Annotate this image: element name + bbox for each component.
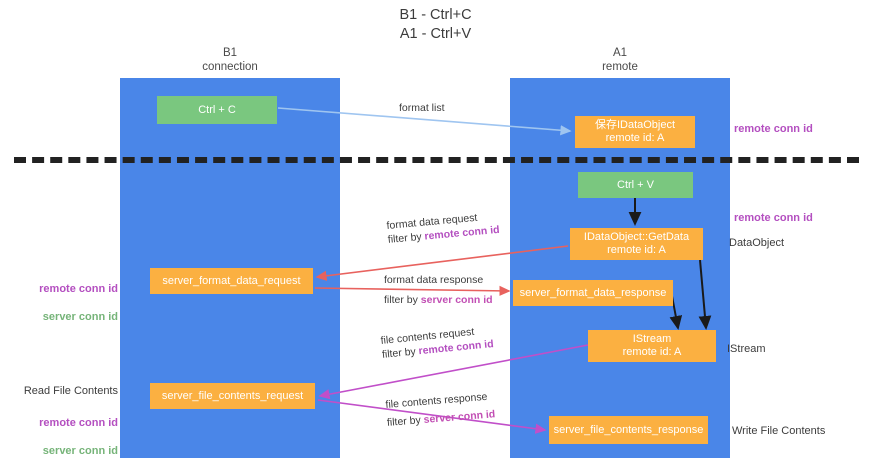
node-idataobject[interactable]: 保存IDataObject remote id: A bbox=[575, 116, 695, 148]
edge-label-format-data-response-line1: format data response bbox=[384, 274, 484, 286]
phase-separator bbox=[14, 157, 859, 163]
annotation-server-conn-id: server conn id bbox=[42, 311, 118, 323]
annotation-write-file-contents: Write File Contents bbox=[732, 425, 826, 437]
column-header-b1: B1 connection bbox=[202, 47, 258, 73]
annotation-left-conn-ids-top: remote conn id server conn id bbox=[18, 268, 118, 338]
annotation-dataobject: DataObject bbox=[729, 237, 785, 249]
annotation-read-file-contents: Read File Contents bbox=[23, 385, 118, 397]
edge-label-file-contents-response: file contents response filter by server … bbox=[385, 389, 496, 430]
annotation-left-conn-ids-bottom: remote conn id server conn id bbox=[18, 402, 118, 472]
filter-prefix: filter by bbox=[387, 230, 426, 246]
node-server-format-data-request[interactable]: server_format_data_request bbox=[150, 268, 313, 294]
edge-label-file-contents-request: file contents request filter by remote c… bbox=[380, 323, 494, 362]
filter-value-server-conn-id: server conn id bbox=[423, 408, 496, 426]
node-idataobject-getdata[interactable]: IDataObject::GetData remote id: A bbox=[570, 228, 703, 260]
edge-label-format-data-response-line2: filter by server conn id bbox=[384, 293, 493, 307]
annotation-server-conn-id: server conn id bbox=[42, 445, 118, 457]
node-ctrl-c[interactable]: Ctrl + C bbox=[157, 96, 277, 124]
filter-prefix: filter by bbox=[384, 294, 421, 306]
edge-label-format-data-request: format data request filter by remote con… bbox=[386, 209, 500, 247]
filter-prefix: filter by bbox=[381, 345, 420, 361]
annotation-remote-conn-id: remote conn id bbox=[39, 283, 118, 295]
edge-label-file-contents-response-line2: filter by server conn id bbox=[386, 407, 496, 430]
column-header-a1: A1 remote bbox=[602, 47, 638, 73]
annotation-remote-conn-id-top: remote conn id bbox=[734, 123, 813, 135]
diagram-title: B1 - Ctrl+C A1 - Ctrl+V bbox=[399, 7, 472, 42]
node-server-file-contents-request[interactable]: server_file_contents_request bbox=[150, 383, 315, 409]
node-server-file-contents-response[interactable]: server_file_contents_response bbox=[549, 416, 708, 444]
node-server-format-data-response[interactable]: server_format_data_response bbox=[513, 280, 673, 306]
filter-prefix: filter by bbox=[386, 413, 425, 429]
edge-label-format-data-response: format data response filter by server co… bbox=[384, 273, 493, 307]
annotation-remote-conn-id-mid: remote conn id bbox=[734, 212, 813, 224]
annotation-istream: IStream bbox=[727, 343, 766, 355]
node-ctrl-v[interactable]: Ctrl + V bbox=[578, 172, 693, 198]
annotation-remote-conn-id: remote conn id bbox=[39, 417, 118, 429]
filter-value-server-conn-id: server conn id bbox=[420, 294, 493, 306]
node-istream[interactable]: IStream remote id: A bbox=[588, 330, 716, 362]
edge-label-format-list: format list bbox=[399, 102, 445, 114]
